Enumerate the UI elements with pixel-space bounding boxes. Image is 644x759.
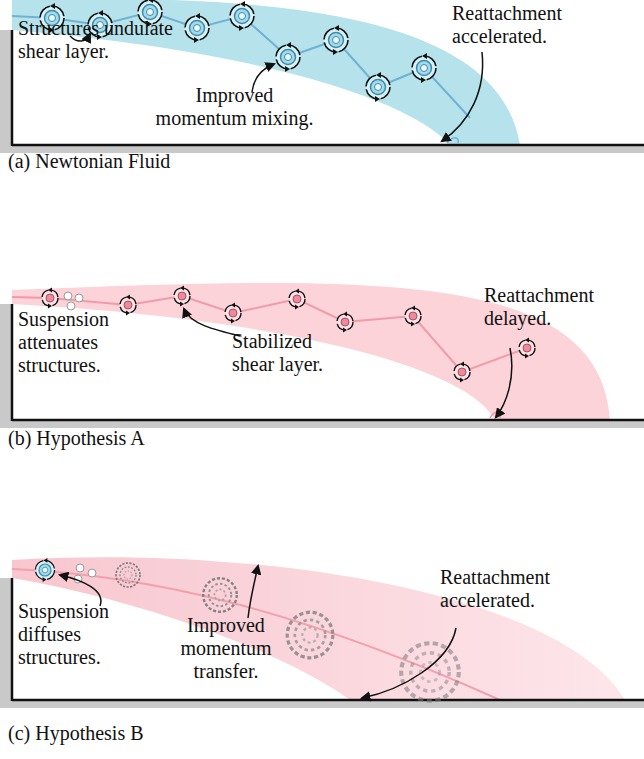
step-line (11, 304, 14, 421)
vortex-symbol (519, 338, 535, 359)
annotation-text: Improved momentum mixing. (152, 84, 317, 130)
leader-arrow (184, 309, 240, 336)
shear-layer-centerline (12, 569, 500, 700)
annotation-text: Reattachment accelerated. (440, 566, 590, 612)
reattachment-curl (447, 138, 458, 143)
annotation-text: Reattachment delayed. (484, 284, 634, 330)
panel-caption: (c) Hypothesis B (8, 722, 308, 745)
floor-wall (0, 700, 644, 708)
leader-arrow (496, 348, 512, 417)
vortex-symbol (405, 306, 421, 327)
vortex-symbol (185, 13, 209, 43)
vortex-symbol (42, 288, 58, 309)
vortex-symbol (225, 303, 241, 324)
vortex-symbol (276, 42, 300, 72)
step-wall (0, 578, 11, 708)
step-wall (0, 304, 11, 428)
step-wall (0, 30, 11, 153)
diffused-vortex (287, 612, 333, 658)
annotation-text: Stabilized shear layer. (232, 330, 347, 376)
vortex-symbol (366, 72, 390, 102)
vortex-symbol (35, 558, 54, 582)
panel-caption: (b) Hypothesis A (8, 427, 308, 450)
shear-layer-band (12, 557, 625, 700)
suspension-particle (64, 292, 72, 300)
leader-arrow (248, 566, 258, 618)
vortex-symbol (120, 295, 136, 316)
floor-line (12, 699, 644, 702)
annotation-text: Suspension diffuses structures. (18, 600, 123, 669)
floor-line (12, 144, 644, 147)
panel-caption: (a) Newtonian Fluid (8, 150, 308, 173)
suspension-particle (76, 564, 84, 572)
shear-layer-band (12, 0, 520, 145)
vortex-symbol (289, 289, 305, 310)
suspension-particle (88, 569, 96, 577)
step-line (11, 578, 14, 701)
diffused-vortex (401, 643, 459, 701)
leader-arrow (442, 52, 483, 141)
vortex-symbol (174, 286, 190, 307)
annotation-text: Suspension attenuates structures. (18, 308, 123, 377)
suspension-particle (75, 294, 83, 302)
leader-arrow (362, 628, 456, 698)
vortex-symbol (230, 1, 254, 31)
step-line (11, 30, 14, 146)
vortex-symbol (337, 312, 353, 333)
vortex-symbol (454, 362, 470, 383)
vortex-symbol (412, 53, 436, 83)
diffused-vortex (203, 578, 237, 612)
floor-wall (0, 420, 644, 428)
diffused-vortex (116, 563, 140, 587)
annotation-text: Structures undulate shear layer. (18, 17, 203, 63)
annotation-text: Reattachment accelerated. (452, 2, 602, 48)
annotation-text: Improved momentum transfer. (176, 614, 276, 683)
floor-line (12, 419, 644, 422)
vortex-symbol (324, 25, 348, 55)
